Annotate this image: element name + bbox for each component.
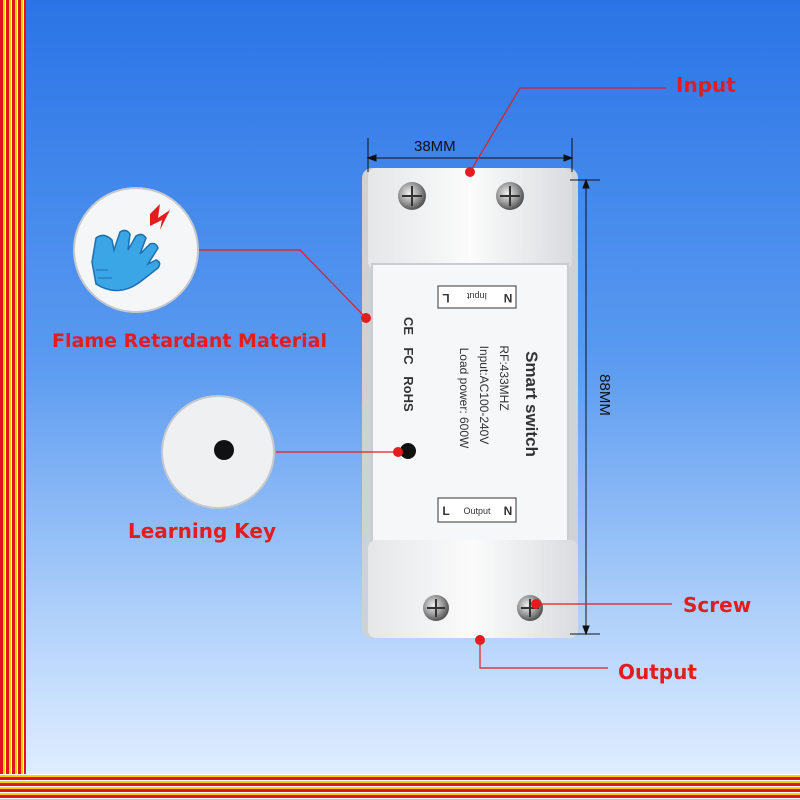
input-terminal-n: N [504,291,513,305]
height-dimension-label: 88MM [596,374,613,416]
height-dimension [570,178,600,636]
spec-rf: RF:433MHZ [497,345,511,410]
bottom-striped-border [0,774,800,800]
input-callout-label: Input [676,73,736,97]
callout-lines [196,87,672,669]
ce-mark: CE [401,317,416,335]
output-terminal-label-box [437,497,517,523]
output-callout-label: Output [618,660,697,684]
input-leader-line [469,87,666,173]
left-striped-border [0,0,26,800]
flame-retardant-magnifier [73,187,199,313]
input-screw-right-icon [496,182,524,210]
rohs-mark: RoHS [401,376,416,412]
input-terminal-l: L [442,291,449,305]
learning-key-magnifier [161,395,275,509]
flame-callout-label: Flame Retardant Material [52,330,327,352]
input-callout-dot [465,167,475,177]
output-callout-dot [475,635,485,645]
output-screw-right-icon [517,595,543,621]
learning-key-hole [400,443,416,459]
smart-switch-device: L Input N L Output N Smart switch RF:433… [362,168,578,638]
output-terminal-n: N [504,504,513,518]
burning-hand-icon [91,204,170,292]
screw-callout-label: Screw [683,593,752,617]
device-title: Smart switch [522,351,541,457]
output-screw-left-icon [423,595,449,621]
width-dimension-label: 38MM [414,138,456,155]
input-terminal-caption: Input [466,291,487,301]
fc-mark: FC [401,347,416,365]
output-terminal-l: L [442,504,449,518]
output-terminal-caption: Output [463,506,491,516]
screw-callout-dot [531,599,541,609]
input-terminal-label-box [437,285,517,309]
flame-callout-dot [361,313,371,323]
spec-input: Input:AC100-240V [477,346,491,445]
top-terminal-cover [368,168,572,270]
spec-load: Load power: 600W [457,348,471,449]
flame-leader-line [196,249,367,319]
learning-key-callout-label: Learning Key [128,519,277,543]
input-screw-left-icon [398,182,426,210]
callout-dots [361,167,541,645]
output-leader-line [479,640,608,669]
width-dimension [366,138,574,172]
learning-key-callout-dot [393,447,403,457]
bottom-terminal-cover [368,540,578,638]
